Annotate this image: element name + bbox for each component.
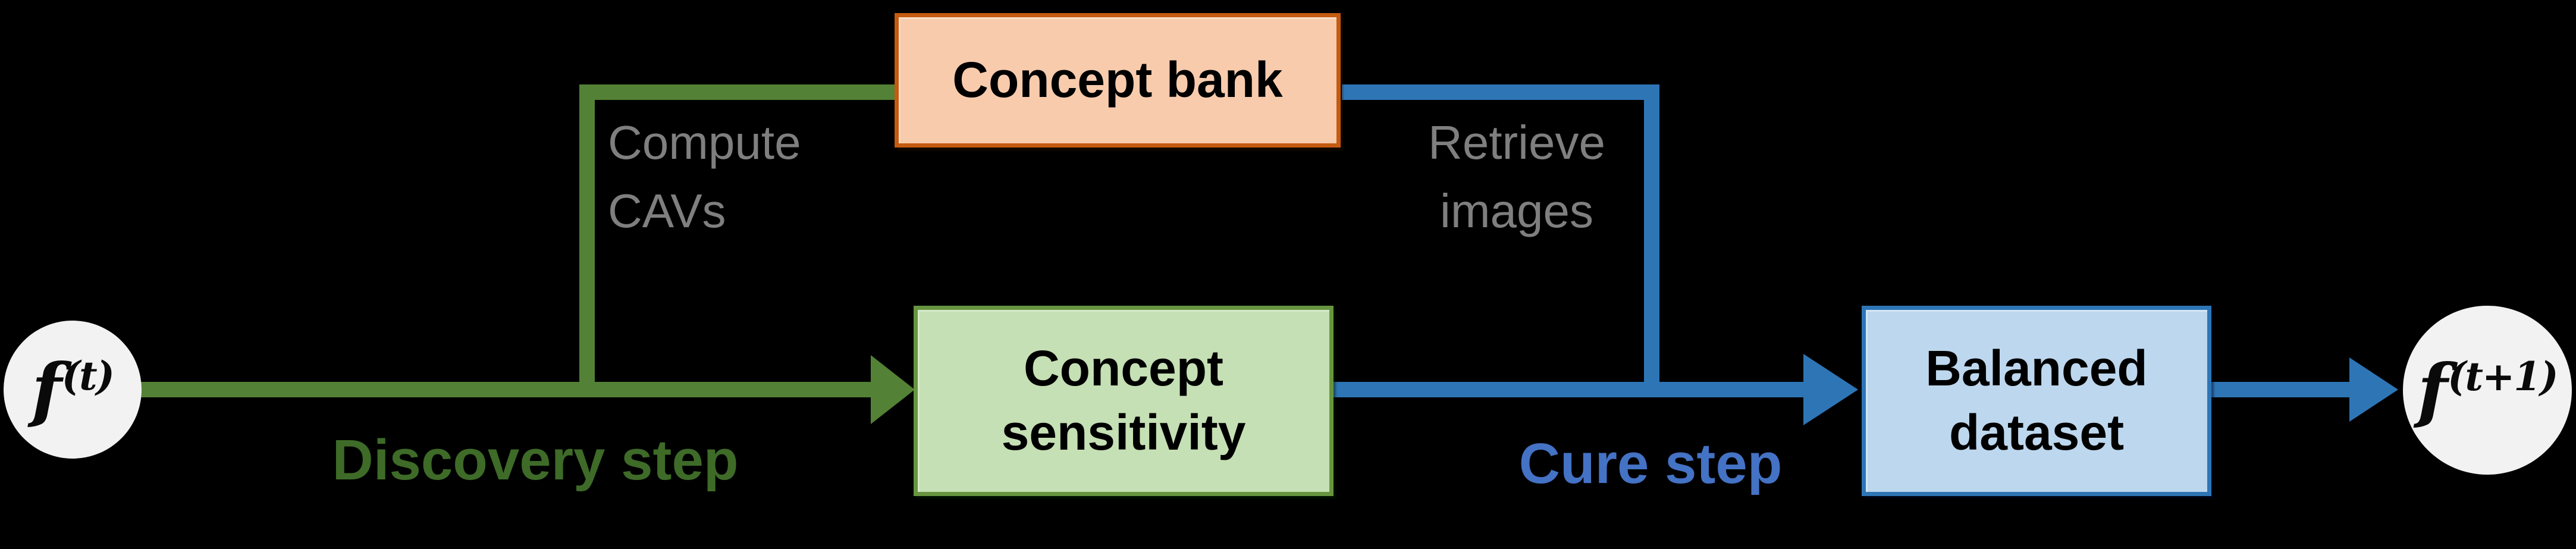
concept-sensitivity-label-line1: Concept <box>1024 340 1223 397</box>
compute-cavs-label-line2: CAVs <box>608 184 726 237</box>
discovery-main-line <box>138 382 876 397</box>
compute-cavs-vertical-line <box>579 84 595 397</box>
retrieve-images-vertical-line <box>1644 84 1659 397</box>
input-superscript: (t) <box>61 353 115 400</box>
model-node-output-label: f(t+1) <box>2418 353 2559 425</box>
retrieve-images-label-line1: Retrieve <box>1428 116 1605 169</box>
compute-cavs-label: Compute CAVs <box>608 108 917 245</box>
cure-main-line <box>1334 382 1807 397</box>
discovery-arrowhead-icon <box>871 355 915 424</box>
discovery-step-label: Discovery step <box>332 428 739 492</box>
output-superscript: (t+1) <box>2448 353 2558 400</box>
cure-step-label: Cure step <box>1518 432 1783 495</box>
concept-bank-label: Concept bank <box>952 52 1283 108</box>
retrieve-images-label: Retrieve images <box>1374 108 1659 245</box>
balanced-dataset-label-line2: dataset <box>1949 404 2125 460</box>
balanced-dataset-box: Balanced dataset <box>1862 306 2211 496</box>
concept-bank-box: Concept bank <box>895 13 1341 148</box>
balanced-dataset-label-line1: Balanced <box>1925 340 2148 397</box>
model-node-input-label: f(t) <box>32 353 115 425</box>
compute-cavs-label-line1: Compute <box>608 116 801 169</box>
output-f-symbol: f <box>2417 349 2448 431</box>
output-line <box>2208 382 2353 397</box>
cure-arrowhead-icon <box>1803 354 1858 425</box>
input-f-symbol: f <box>32 348 62 431</box>
model-node-output: f(t+1) <box>2403 306 2572 475</box>
retrieve-images-top-line <box>1342 84 1659 100</box>
compute-cavs-top-line <box>579 84 898 100</box>
concept-sensitivity-box: Concept sensitivity <box>914 306 1334 496</box>
concept-sensitivity-label-line2: sensitivity <box>1001 404 1246 460</box>
output-arrowhead-icon <box>2349 357 2398 422</box>
model-node-input: f(t) <box>4 321 142 459</box>
retrieve-images-label-line2: images <box>1440 184 1593 237</box>
